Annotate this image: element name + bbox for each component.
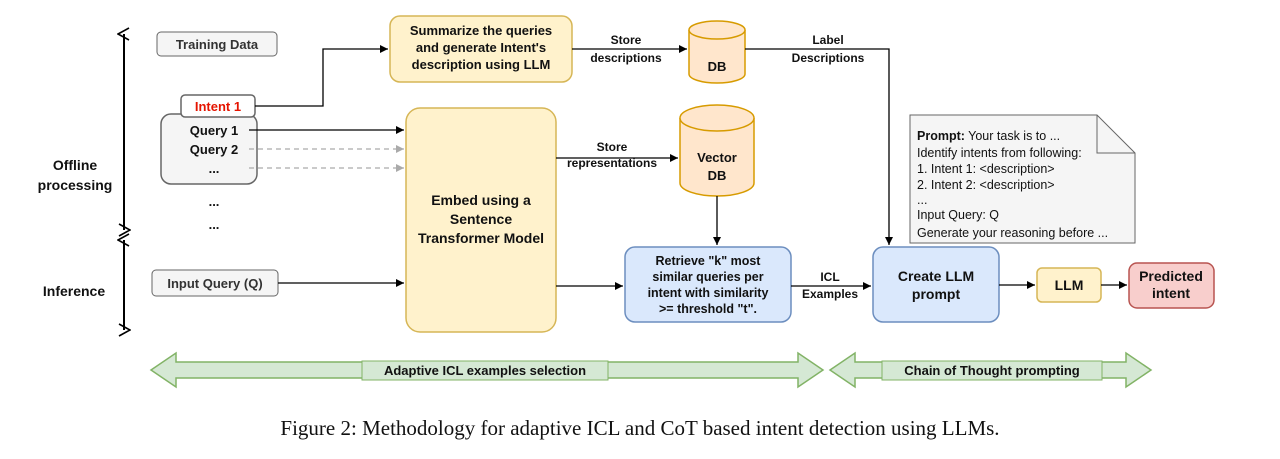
summarize-label-line2: and generate Intent's — [416, 40, 546, 55]
inference-label: Inference — [43, 283, 105, 299]
store-representations-label-line1: Store — [597, 140, 628, 154]
training-data-label: Training Data — [176, 37, 259, 52]
prompt-line-0: Prompt: Your task is to ... — [917, 129, 1060, 143]
chain-of-thought-label-bg — [881, 360, 1103, 381]
create-prompt-box — [872, 246, 1000, 323]
label-descriptions-label-line1: Label — [812, 33, 843, 47]
icl-examples-label-line1: ICL — [820, 270, 839, 284]
embed-label-line3: Transformer Model — [418, 230, 544, 246]
summarize-label-line3: description using LLM — [412, 57, 551, 72]
prompt-line-2: 1. Intent 1: <description> — [917, 162, 1055, 176]
create-prompt-label-line1: Create LLM — [898, 268, 974, 284]
prompt-line-3: 2. Intent 2: <description> — [917, 178, 1055, 192]
chain-of-thought-label: Chain of Thought prompting — [904, 363, 1080, 378]
prompt-line-1: Identify intents from following: — [917, 146, 1082, 160]
label-descriptions-label-line2: Descriptions — [792, 51, 865, 65]
predicted-intent-label-line1: Predicted — [1139, 268, 1203, 284]
llm-label: LLM — [1055, 277, 1084, 293]
retrieve-label-line4: >= threshold "t". — [659, 302, 757, 316]
store-representations-label-line2: representations — [567, 156, 657, 170]
predicted-intent-label-line2: intent — [1152, 285, 1190, 301]
figure-caption: Figure 2: Methodology for adaptive ICL a… — [280, 416, 1000, 440]
prompt-line-6: Generate your reasoning before ... — [917, 226, 1108, 240]
training-data-box — [156, 31, 278, 57]
retrieve-box — [624, 246, 792, 323]
vector-db-label-line1: Vector — [697, 150, 737, 165]
adaptive-icl-label: Adaptive ICL examples selection — [384, 363, 586, 378]
store-descriptions-label-line1: Store — [611, 33, 642, 47]
embed-label-line2: Sentence — [450, 211, 512, 227]
offline-label: Offline — [53, 157, 98, 173]
offline-label-line2: processing — [38, 177, 113, 193]
db-to-create-prompt-arrow — [745, 48, 893, 245]
query-ellipsis: ... — [209, 161, 220, 176]
retrieve-label-line2: similar queries per — [652, 270, 763, 284]
store-descriptions-label-line2: descriptions — [590, 51, 662, 65]
prompt-document-fold — [1096, 115, 1135, 154]
prompt-document — [909, 114, 1136, 244]
intent-to-summarize-arrow — [255, 45, 388, 107]
retrieve-label-line1: Retrieve "k" most — [656, 254, 762, 268]
query-1-label: Query 1 — [190, 123, 238, 138]
intent-1-label: Intent 1 — [195, 99, 241, 114]
more-intents-ellipsis-1: ... — [209, 194, 220, 209]
prompt-line-4: ... — [917, 193, 927, 207]
retrieve-label-line3: intent with similarity — [648, 286, 769, 300]
db-cylinder — [688, 20, 746, 84]
db-label: DB — [708, 59, 727, 74]
input-query-label: Input Query (Q) — [167, 276, 262, 291]
create-prompt-label-line2: prompt — [912, 286, 961, 302]
prompt-line-5: Input Query: Q — [917, 208, 999, 222]
embed-box — [405, 107, 557, 333]
adaptive-icl-label-bg — [361, 360, 609, 381]
more-intents-ellipsis-2: ... — [209, 217, 220, 232]
vector-db-label-line2: DB — [708, 168, 727, 183]
vector-db-cylinder — [679, 104, 755, 197]
query-2-label: Query 2 — [190, 142, 238, 157]
predicted-intent-box — [1128, 262, 1215, 309]
summarize-label-line1: Summarize the queries — [410, 23, 552, 38]
icl-examples-label-line2: Examples — [802, 287, 858, 301]
embed-label-line1: Embed using a — [431, 192, 531, 208]
